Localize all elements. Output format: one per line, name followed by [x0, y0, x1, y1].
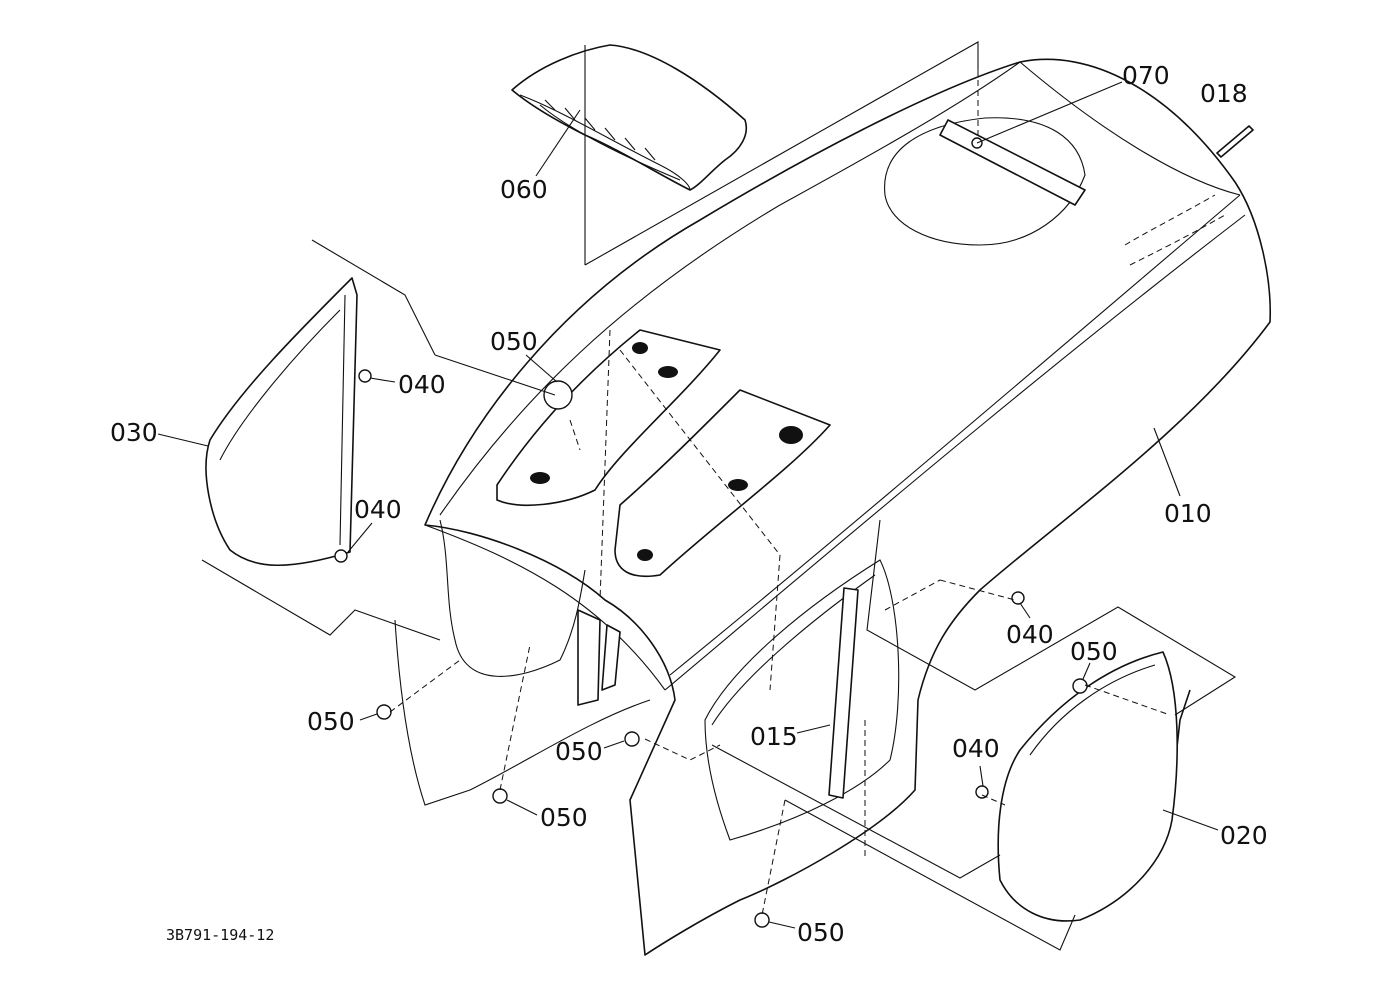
callout-040-lower-right: 040	[952, 734, 1000, 763]
leader-lines	[157, 81, 1219, 929]
callout-010: 010	[1164, 499, 1212, 528]
callout-050-bottom-left: 050	[540, 803, 588, 832]
callout-040-upper-left: 040	[398, 370, 446, 399]
seal-strip-015	[828, 587, 859, 799]
callout-070: 070	[1122, 61, 1170, 90]
reference-lines	[201, 41, 1237, 951]
callout-050-right: 050	[1070, 637, 1118, 666]
drawing-number: 3B791-194-12	[166, 926, 274, 944]
callout-020: 020	[1220, 821, 1268, 850]
callout-018: 018	[1200, 79, 1248, 108]
callout-050-bottom: 050	[797, 918, 845, 947]
callout-040-lower-left: 040	[354, 495, 402, 524]
callout-050-center: 050	[555, 737, 603, 766]
callout-labels: 070 018 060 050 040 030 040 010 040 050 …	[110, 61, 1268, 947]
callout-040-right: 040	[1006, 620, 1054, 649]
callout-015: 015	[750, 722, 798, 751]
pin-018	[1216, 125, 1254, 158]
fasteners	[334, 137, 1088, 928]
side-panel-020	[997, 651, 1178, 922]
callout-050-left: 050	[307, 707, 355, 736]
callout-050-top: 050	[490, 327, 538, 356]
callout-060: 060	[500, 175, 548, 204]
air-scoop-060	[511, 44, 747, 191]
callout-030: 030	[110, 418, 158, 447]
bonnet-010	[394, 58, 1272, 956]
side-panel-030	[205, 277, 358, 567]
